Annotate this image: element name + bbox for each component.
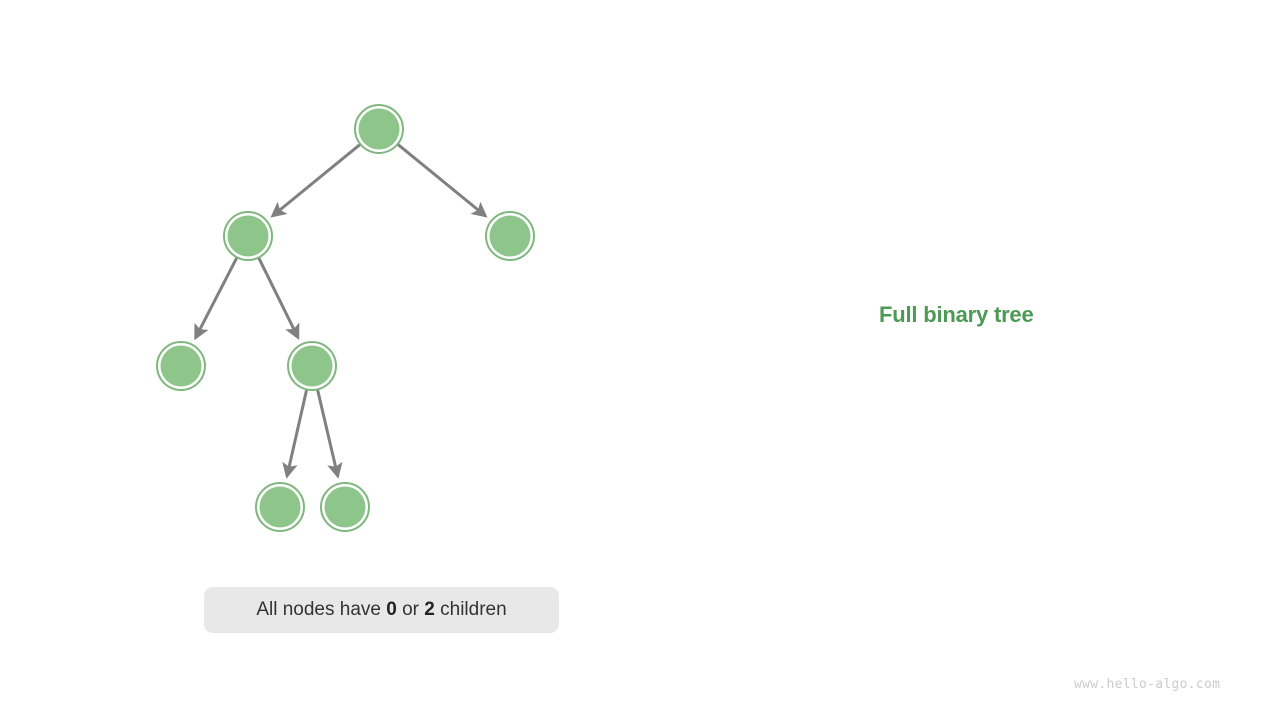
caption-text: All nodes have 0 or 2 children [256,599,506,621]
node-gap-ring [158,343,204,389]
caption-bold-two: 2 [424,599,435,620]
node-outer-ring [156,341,206,391]
node-outer-ring [255,482,305,532]
tree-edge [282,389,309,479]
node-gap-ring [225,213,271,259]
tree-node [223,211,273,261]
node-circle [160,345,202,387]
tree-node [287,341,337,391]
caption-suffix: children [434,599,507,620]
tree-edge [257,256,300,340]
caption-box: All nodes have 0 or 2 children [204,587,559,633]
node-gap-ring [257,484,303,530]
node-outer-ring [287,341,337,391]
caption-prefix: All nodes have [256,599,387,620]
tree-node [320,482,370,532]
node-circle [227,215,269,257]
tree-node [156,341,206,391]
node-outer-ring [320,482,370,532]
tree-node [485,211,535,261]
node-outer-ring [354,104,404,154]
node-gap-ring [289,343,335,389]
tree-edge [270,143,362,218]
tree-nodes [156,104,535,532]
tree-node [255,482,305,532]
caption-bold-zero: 0 [386,599,397,620]
node-circle [358,108,400,150]
watermark: www.hello-algo.com [1074,677,1221,692]
node-circle [291,345,333,387]
node-gap-ring [356,106,402,152]
node-outer-ring [223,211,273,261]
node-circle [324,486,366,528]
node-outer-ring [485,211,535,261]
caption-middle: or [396,599,425,620]
tree-node [354,104,404,154]
node-gap-ring [487,213,533,259]
tree-edge [396,143,488,218]
tree-edge [316,389,343,479]
node-circle [259,486,301,528]
tree-edge [194,256,239,341]
page-title: Full binary tree [879,302,1034,327]
node-circle [489,215,531,257]
tree-edges [194,143,488,479]
node-gap-ring [322,484,368,530]
